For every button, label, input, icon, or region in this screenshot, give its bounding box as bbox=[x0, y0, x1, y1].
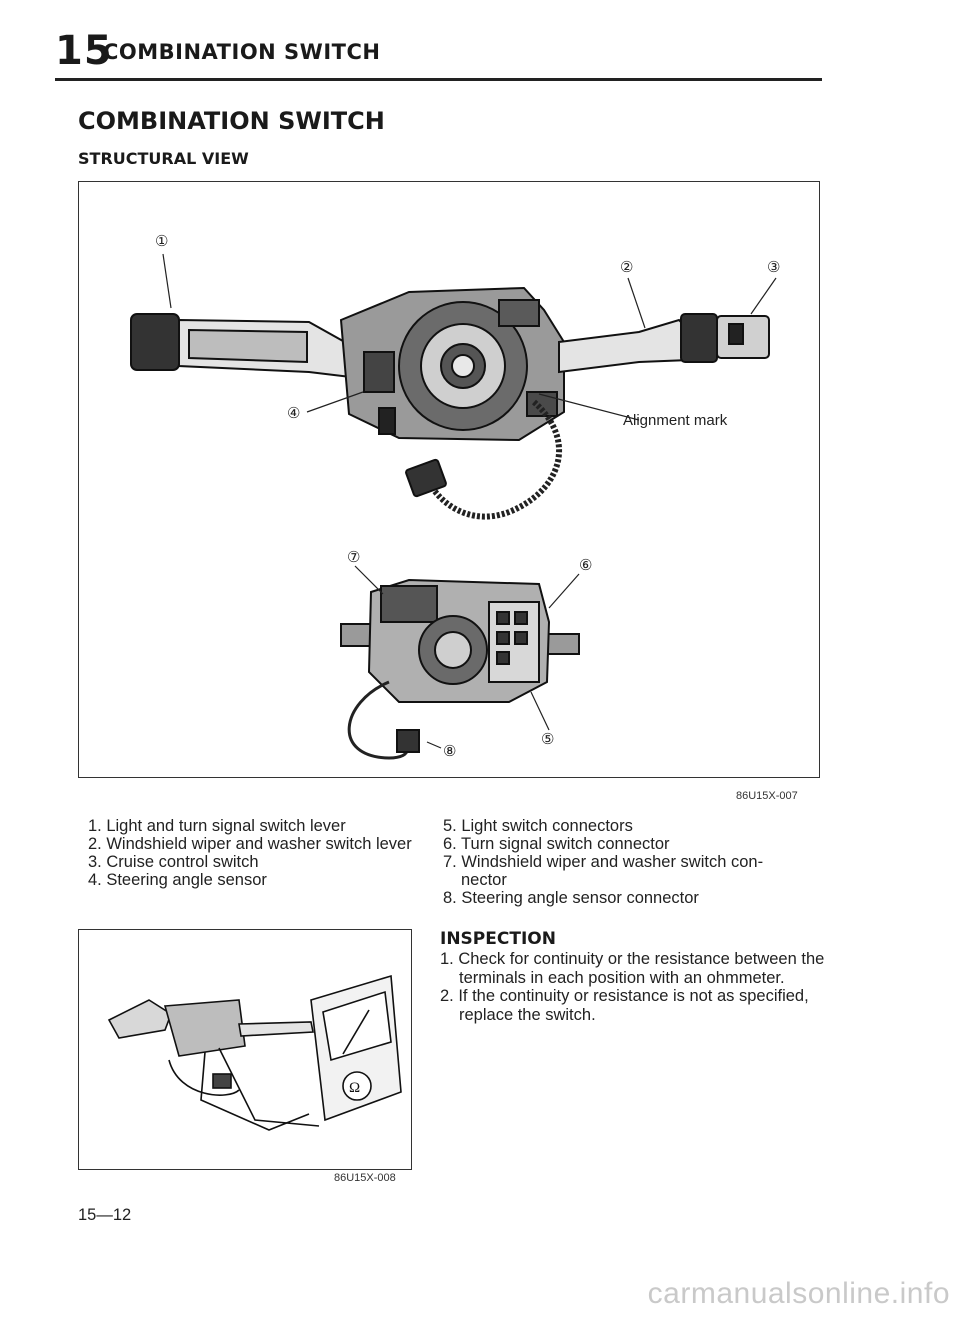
structural-view-illustration: ① ② ③ ④ ⑤ ⑥ ⑦ ⑧ Alignment mark bbox=[130, 233, 780, 760]
harness-wire bbox=[168, 1059, 240, 1096]
inspection-steps: 1. Check for continuity or the resistanc… bbox=[440, 950, 825, 1024]
legend-item: 8. Steering angle sensor connector bbox=[443, 889, 699, 907]
callout-4: ④ bbox=[287, 405, 300, 422]
inspection-step: 2. If the continuity or resistance is no… bbox=[440, 987, 809, 1024]
ohmmeter-dial bbox=[322, 990, 392, 1062]
watermark: carmanualsonline.info bbox=[647, 1277, 950, 1310]
legend-item: 7. Windshield wiper and washer switch co… bbox=[443, 853, 764, 871]
section-title: COMBINATION SWITCH bbox=[103, 40, 381, 64]
callout-leaders bbox=[162, 253, 777, 749]
structural-view-figure: ① ② ③ ④ ⑤ ⑥ ⑦ ⑧ Alignment mark bbox=[78, 181, 820, 778]
page-number: 15—12 bbox=[78, 1206, 132, 1224]
ohmmeter-knob bbox=[342, 1071, 372, 1101]
callout-8: ⑧ bbox=[443, 743, 456, 760]
figure2-code: 86U15X-008 bbox=[334, 1172, 396, 1184]
ohmmeter-needle bbox=[342, 1009, 370, 1055]
legend-left: 1. Light and turn signal switch lever 2.… bbox=[88, 817, 412, 889]
inspection-step: 1. Check for continuity or the resistanc… bbox=[440, 950, 825, 987]
figure1-code: 86U15X-007 bbox=[736, 790, 798, 802]
switch-body-lower bbox=[340, 578, 580, 703]
light-turn-signal-lever bbox=[130, 313, 360, 380]
page-subtitle: STRUCTURAL VIEW bbox=[78, 149, 249, 168]
legend-item: 5. Light switch connectors bbox=[443, 817, 633, 835]
harness-connector bbox=[212, 1073, 232, 1089]
switch-body-upper bbox=[339, 286, 565, 442]
legend-item: 1. Light and turn signal switch lever bbox=[88, 817, 346, 835]
legend-item-continuation: nector bbox=[461, 871, 507, 889]
wiper-washer-lever bbox=[558, 313, 770, 374]
header-rule bbox=[55, 78, 822, 81]
ohm-symbol: Ω bbox=[349, 1080, 360, 1096]
switch-lever bbox=[107, 999, 172, 1039]
legend-item: 3. Cruise control switch bbox=[88, 853, 259, 871]
callout-3: ③ bbox=[767, 259, 780, 276]
callout-5: ⑤ bbox=[541, 731, 554, 748]
page-title: COMBINATION SWITCH bbox=[78, 107, 385, 135]
test-lead-1 bbox=[200, 1051, 310, 1131]
callout-numbers: ① ② ③ ④ ⑤ ⑥ ⑦ ⑧ bbox=[155, 233, 780, 760]
sensor-connector-lower bbox=[396, 729, 420, 753]
switch-lever-right bbox=[238, 1021, 314, 1037]
sensor-cable bbox=[426, 399, 563, 520]
callout-6: ⑥ bbox=[579, 557, 592, 574]
alignment-mark-label: Alignment mark bbox=[623, 412, 728, 429]
sensor-connector-upper bbox=[405, 458, 447, 498]
test-lead-2 bbox=[218, 1047, 320, 1127]
section-number: 15 bbox=[55, 28, 113, 74]
callout-2: ② bbox=[620, 259, 633, 276]
legend-item: 6. Turn signal switch connector bbox=[443, 835, 670, 853]
switch-body bbox=[163, 999, 246, 1057]
ohmmeter-figure: Ω bbox=[78, 929, 412, 1170]
legend-item: 2. Windshield wiper and washer switch le… bbox=[88, 835, 412, 853]
callout-7: ⑦ bbox=[347, 549, 360, 566]
ohmmeter-illustration: Ω bbox=[107, 974, 402, 1131]
callout-1: ① bbox=[155, 233, 168, 250]
legend-right: 5. Light switch connectors 6. Turn signa… bbox=[443, 817, 763, 907]
inspection-title: INSPECTION bbox=[440, 929, 556, 949]
legend-item: 4. Steering angle sensor bbox=[88, 871, 267, 889]
